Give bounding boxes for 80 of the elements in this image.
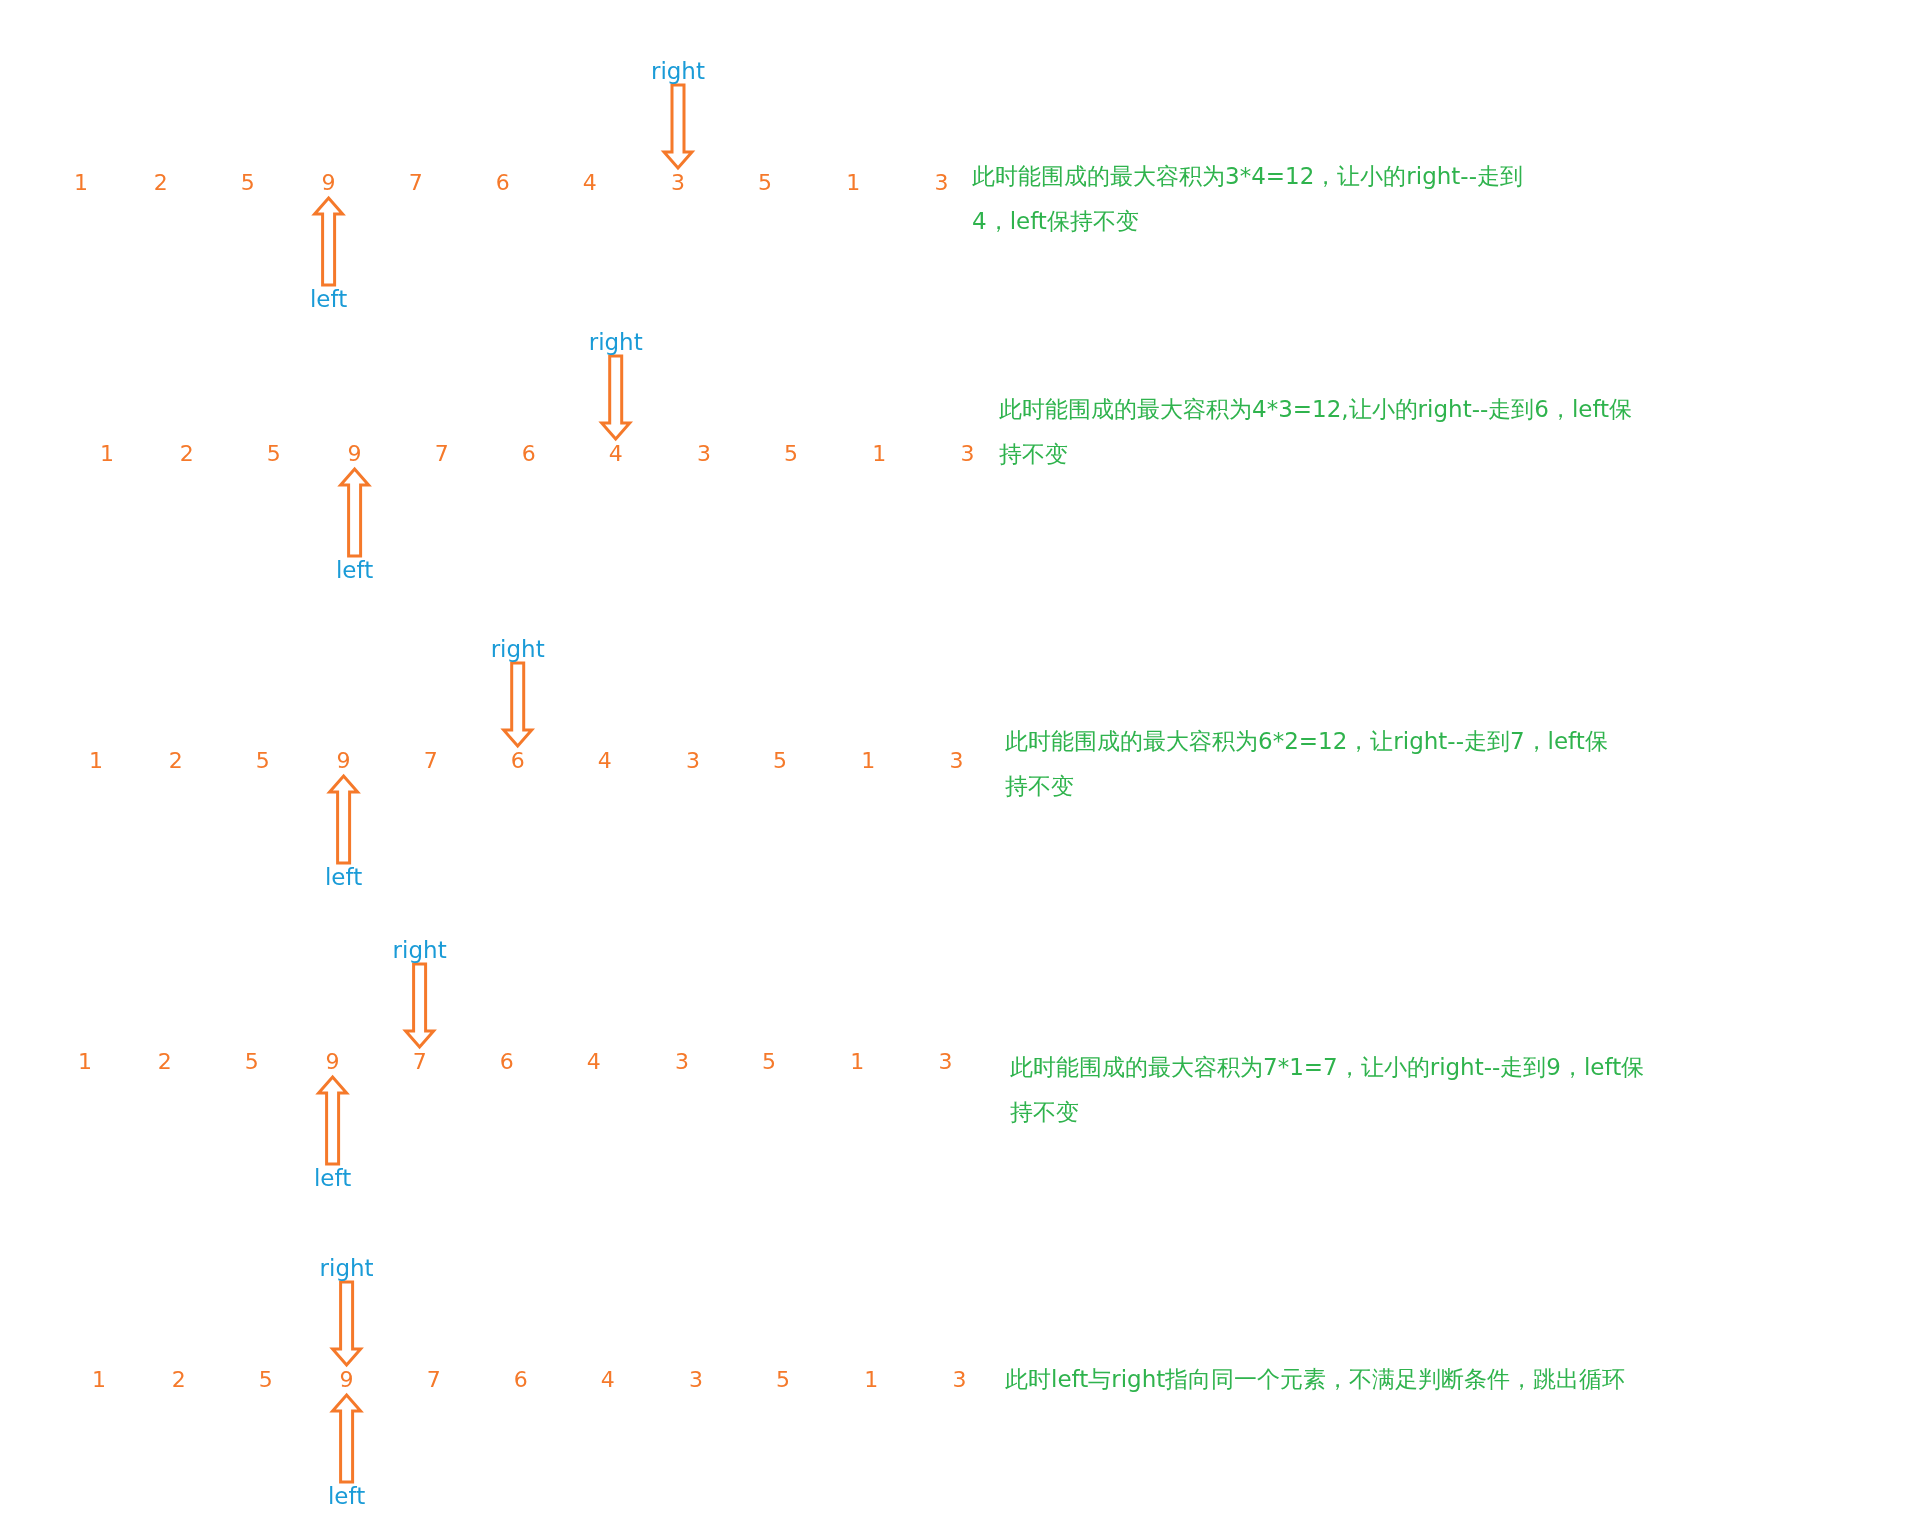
array-value: 3 bbox=[939, 746, 974, 776]
array-value: 7 bbox=[424, 439, 459, 469]
array-value: 9 bbox=[315, 1047, 350, 1077]
array-value: 5 bbox=[748, 168, 782, 198]
pointer-label: left bbox=[314, 556, 395, 584]
array-value: 4 bbox=[576, 1047, 611, 1077]
array-value: 1 bbox=[64, 168, 98, 198]
array-value: 5 bbox=[774, 439, 808, 469]
array-value: 7 bbox=[413, 746, 448, 776]
array-value: 5 bbox=[763, 746, 797, 776]
array-value: 4 bbox=[587, 746, 622, 776]
note-text: 此时能围成的最大容积为3*4=12，让小的right--走到4，left保持不变 bbox=[972, 162, 1524, 236]
array-value: 6 bbox=[489, 1047, 524, 1077]
pointer-arrow bbox=[500, 661, 535, 749]
pointer-label: right bbox=[477, 635, 558, 663]
pointer-arrow bbox=[311, 195, 346, 287]
array-value: 3 bbox=[942, 1365, 977, 1395]
array-value: 2 bbox=[161, 1365, 196, 1395]
array-value: 7 bbox=[416, 1365, 451, 1395]
array-value: 6 bbox=[503, 1365, 538, 1395]
array-value: 1 bbox=[82, 1365, 116, 1395]
array-value: 3 bbox=[924, 168, 959, 198]
array-value: 1 bbox=[840, 1047, 875, 1077]
array-value: 7 bbox=[398, 168, 433, 198]
pointer-arrow bbox=[402, 962, 437, 1050]
array-value: 2 bbox=[158, 746, 193, 776]
array-value: 4 bbox=[598, 439, 633, 469]
array-value: 3 bbox=[928, 1047, 963, 1077]
array-value: 3 bbox=[660, 168, 695, 198]
pointer-label: right bbox=[379, 936, 460, 964]
pointer-arrow bbox=[337, 466, 372, 558]
array-value: 3 bbox=[664, 1047, 699, 1077]
array-value: 5 bbox=[234, 1047, 269, 1077]
pointer-arrow bbox=[598, 354, 633, 442]
pointer-label: left bbox=[288, 285, 369, 313]
array-value: 1 bbox=[854, 1365, 889, 1395]
array-value: 3 bbox=[950, 439, 985, 469]
array-value: 9 bbox=[337, 439, 372, 469]
pointer-arrow bbox=[315, 1074, 350, 1166]
array-value: 2 bbox=[169, 439, 204, 469]
array-value: 9 bbox=[311, 168, 346, 198]
pointer-arrow bbox=[329, 1392, 364, 1484]
array-value: 5 bbox=[245, 746, 280, 776]
array-value: 5 bbox=[766, 1365, 800, 1395]
pointer-label: right bbox=[575, 328, 656, 356]
array-value: 2 bbox=[147, 1047, 182, 1077]
pointer-label: left bbox=[292, 1164, 373, 1192]
array-value: 1 bbox=[836, 168, 871, 198]
array-value: 9 bbox=[329, 1365, 364, 1395]
array-value: 4 bbox=[572, 168, 607, 198]
array-value: 4 bbox=[590, 1365, 625, 1395]
pointer-arrow bbox=[329, 1280, 364, 1368]
array-value: 5 bbox=[256, 439, 291, 469]
pointer-label: right bbox=[306, 1254, 387, 1282]
note-text: 此时能围成的最大容积为4*3=12,让小的right--走到6，left保持不变 bbox=[999, 395, 1634, 469]
note-text: 此时能围成的最大容积为6*2=12，让right--走到7，left保持不变 bbox=[1005, 727, 1609, 801]
pointer-arrow bbox=[660, 83, 696, 171]
array-value: 5 bbox=[230, 168, 265, 198]
array-value: 5 bbox=[248, 1365, 283, 1395]
array-value: 6 bbox=[500, 746, 535, 776]
array-value: 1 bbox=[90, 439, 124, 469]
note-text: 此时能围成的最大容积为7*1=7，让小的right--走到9，left保持不变 bbox=[1010, 1053, 1646, 1127]
array-value: 9 bbox=[326, 746, 361, 776]
array-value: 3 bbox=[675, 746, 710, 776]
pointer-label: right bbox=[637, 57, 718, 85]
array-value: 1 bbox=[851, 746, 886, 776]
array-value: 1 bbox=[68, 1047, 102, 1077]
array-value: 1 bbox=[79, 746, 113, 776]
array-value: 5 bbox=[752, 1047, 786, 1077]
array-value: 2 bbox=[143, 168, 178, 198]
array-value: 6 bbox=[511, 439, 546, 469]
pointer-label: left bbox=[303, 863, 384, 891]
array-value: 7 bbox=[402, 1047, 437, 1077]
array-value: 1 bbox=[862, 439, 897, 469]
array-value: 6 bbox=[485, 168, 520, 198]
array-value: 3 bbox=[686, 439, 721, 469]
pointer-label: left bbox=[306, 1482, 387, 1510]
note-text: 此时left与right指向同一个元素，不满足判断条件，跳出循环 bbox=[1005, 1365, 1627, 1394]
array-value: 3 bbox=[678, 1365, 713, 1395]
pointer-arrow bbox=[326, 773, 361, 865]
